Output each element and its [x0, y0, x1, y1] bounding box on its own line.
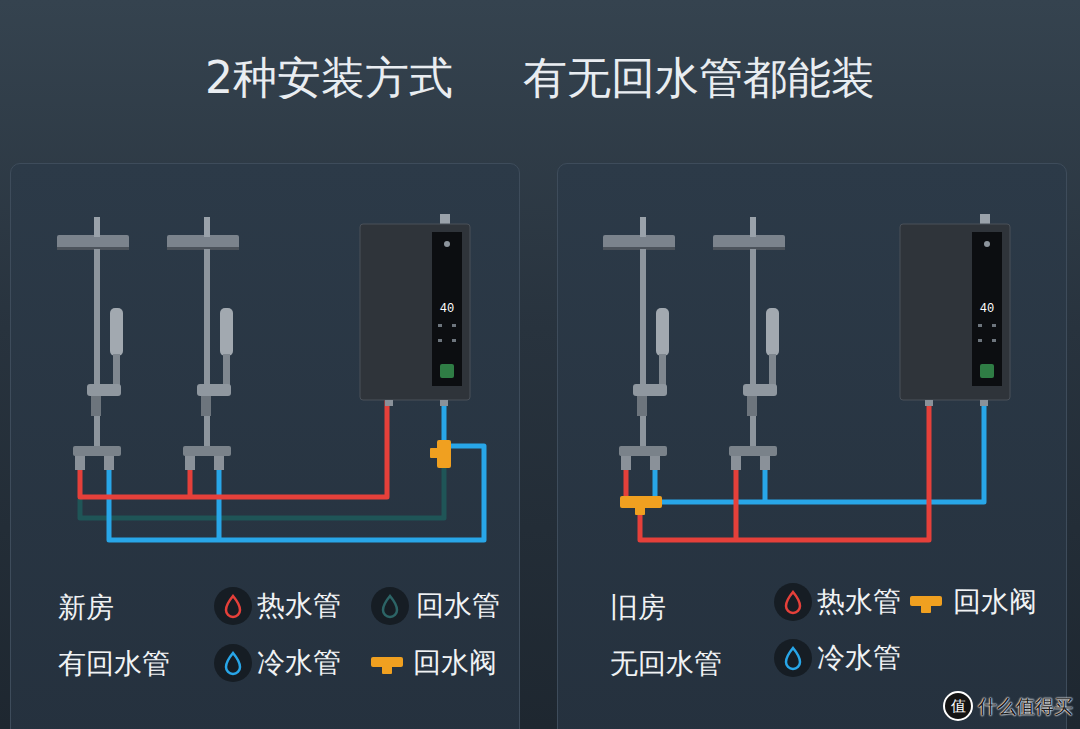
plumbing-illustration — [558, 164, 1068, 729]
panel-heading: 新房 有回水管 — [58, 580, 198, 692]
legend-swatch — [213, 643, 253, 683]
pipe — [109, 400, 484, 540]
display-reading: 40 — [980, 303, 994, 315]
swatch-disc — [371, 587, 409, 625]
pipe — [626, 400, 929, 540]
new-house-plumbing — [57, 214, 484, 540]
shower-unit — [713, 217, 785, 470]
display-reading: 40 — [980, 303, 994, 315]
display-reading: 40 — [440, 303, 454, 315]
legend-item: 回水阀 — [909, 580, 1037, 624]
plumbing-illustration — [11, 164, 521, 729]
return-valve — [430, 448, 438, 458]
shower-unit — [57, 217, 129, 470]
legend-label: 热水管 — [257, 591, 341, 622]
watermark-logo: 值 — [943, 691, 973, 721]
legend-swatch — [213, 586, 253, 626]
return-valve — [620, 496, 662, 508]
watermark-logo: 值 — [943, 691, 973, 721]
legend-swatch — [773, 638, 813, 678]
valve-icon — [371, 657, 403, 667]
valve-icon — [382, 666, 392, 674]
legend-item: 回水阀 — [370, 641, 497, 685]
valve-icon — [909, 590, 943, 614]
panel-heading: 旧房 无回水管 — [610, 580, 750, 692]
watermark: 什么值得买 — [978, 696, 1073, 717]
legend-label: 冷水管 — [257, 648, 341, 679]
legend-item: 热水管 — [773, 580, 901, 624]
install-panel: 旧房 无回水管 — [557, 163, 1067, 729]
install-panel: 新房 有回水管 — [10, 163, 520, 729]
pipe — [626, 400, 984, 540]
watermark: 什么值得买 — [978, 696, 1073, 717]
valve-icon — [910, 596, 942, 606]
valve-icon — [370, 651, 404, 675]
return-valve — [620, 496, 662, 515]
return-valve — [437, 440, 451, 468]
display-reading: 40 — [440, 303, 454, 315]
pipe — [80, 400, 484, 540]
page-title: 2种安装方式 有无回水管都能装 — [0, 50, 1080, 106]
legend-item: 热水管 — [213, 584, 341, 628]
return-valve — [635, 507, 645, 515]
pipe — [80, 400, 387, 497]
droplet-icon — [383, 596, 397, 617]
return-valve — [430, 440, 451, 468]
old-house-plumbing — [603, 214, 1010, 540]
legend-label: 冷水管 — [817, 643, 901, 674]
swatch-disc — [214, 644, 252, 682]
legend-item: 回水管 — [370, 584, 500, 628]
legend-label: 回水阀 — [953, 587, 1037, 618]
legend-label: 回水管 — [416, 591, 500, 622]
swatch-disc — [774, 583, 812, 621]
valve-icon — [921, 605, 931, 613]
swatch-disc — [774, 639, 812, 677]
legend-item: 冷水管 — [213, 641, 341, 685]
title-area: 2种安装方式 有无回水管都能装 — [0, 50, 1080, 106]
legend-label: 回水阀 — [413, 648, 497, 679]
droplet-icon — [786, 648, 800, 669]
swatch-disc — [214, 587, 252, 625]
pipe — [655, 400, 984, 502]
shower-unit — [603, 217, 675, 470]
droplet-icon — [226, 596, 240, 617]
water-heater — [360, 214, 470, 406]
droplet-icon — [786, 592, 800, 613]
legend-item: 冷水管 — [773, 636, 901, 680]
water-heater — [900, 214, 1010, 406]
shower-unit — [167, 217, 239, 470]
legend-label: 热水管 — [817, 587, 901, 618]
legend-swatch — [370, 586, 410, 626]
droplet-icon — [226, 653, 240, 674]
legend-swatch — [773, 582, 813, 622]
